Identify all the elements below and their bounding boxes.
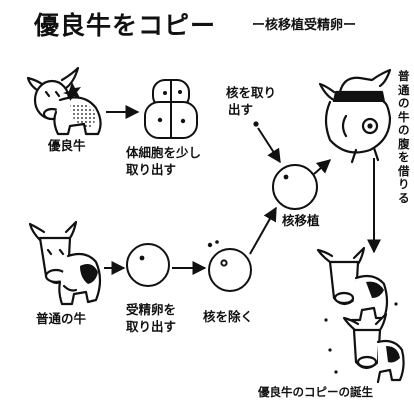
label-enucleate: 核を除く — [203, 309, 254, 324]
label-ordinary-cow: 普通の牛 — [36, 311, 87, 326]
label-birth-caption: 優良牛のコピーの誕生 — [258, 385, 373, 399]
label-somatic-cells-line2: 取り出す — [126, 162, 177, 177]
arrow-transfer-to-surrogate — [313, 159, 332, 175]
label-surrogate-vertical: 普通の牛の腹を借りる — [398, 69, 410, 205]
extracted-nucleus — [253, 121, 259, 127]
label-fertilized-egg-line1: 受精卵を — [126, 302, 177, 317]
ordinary-cow-illustration — [28, 220, 102, 306]
nuclear-transfer-egg-illustration — [272, 164, 318, 210]
enucleated-egg-illustration — [207, 240, 252, 292]
page-subtitle: ー核移植受精卵ー — [252, 18, 357, 33]
label-remove-nucleus-line1: 核を取り — [226, 85, 277, 100]
arrow-nucleus-to-transfer — [257, 127, 281, 164]
somatic-cells-illustration — [144, 79, 198, 139]
label-remove-nucleus-line2: 出す — [228, 102, 254, 117]
copy-cows-illustration — [316, 246, 405, 384]
process-arrows — [104, 105, 381, 275]
fertilized-egg-illustration — [126, 243, 170, 287]
label-fertilized-egg-line2: 取り出す — [126, 319, 177, 334]
superior-cow-illustration — [26, 66, 102, 136]
label-somatic-cells-line1: 体細胞を少し — [126, 145, 202, 160]
arrow-enucleated-to-transfer — [249, 206, 277, 255]
page-title: 優良牛をコピー — [34, 11, 217, 40]
surrogate-cow-illustration — [318, 68, 392, 164]
label-nuclear-transfer: 核移植 — [282, 213, 320, 228]
label-superior-cow: 優良牛 — [48, 138, 86, 153]
